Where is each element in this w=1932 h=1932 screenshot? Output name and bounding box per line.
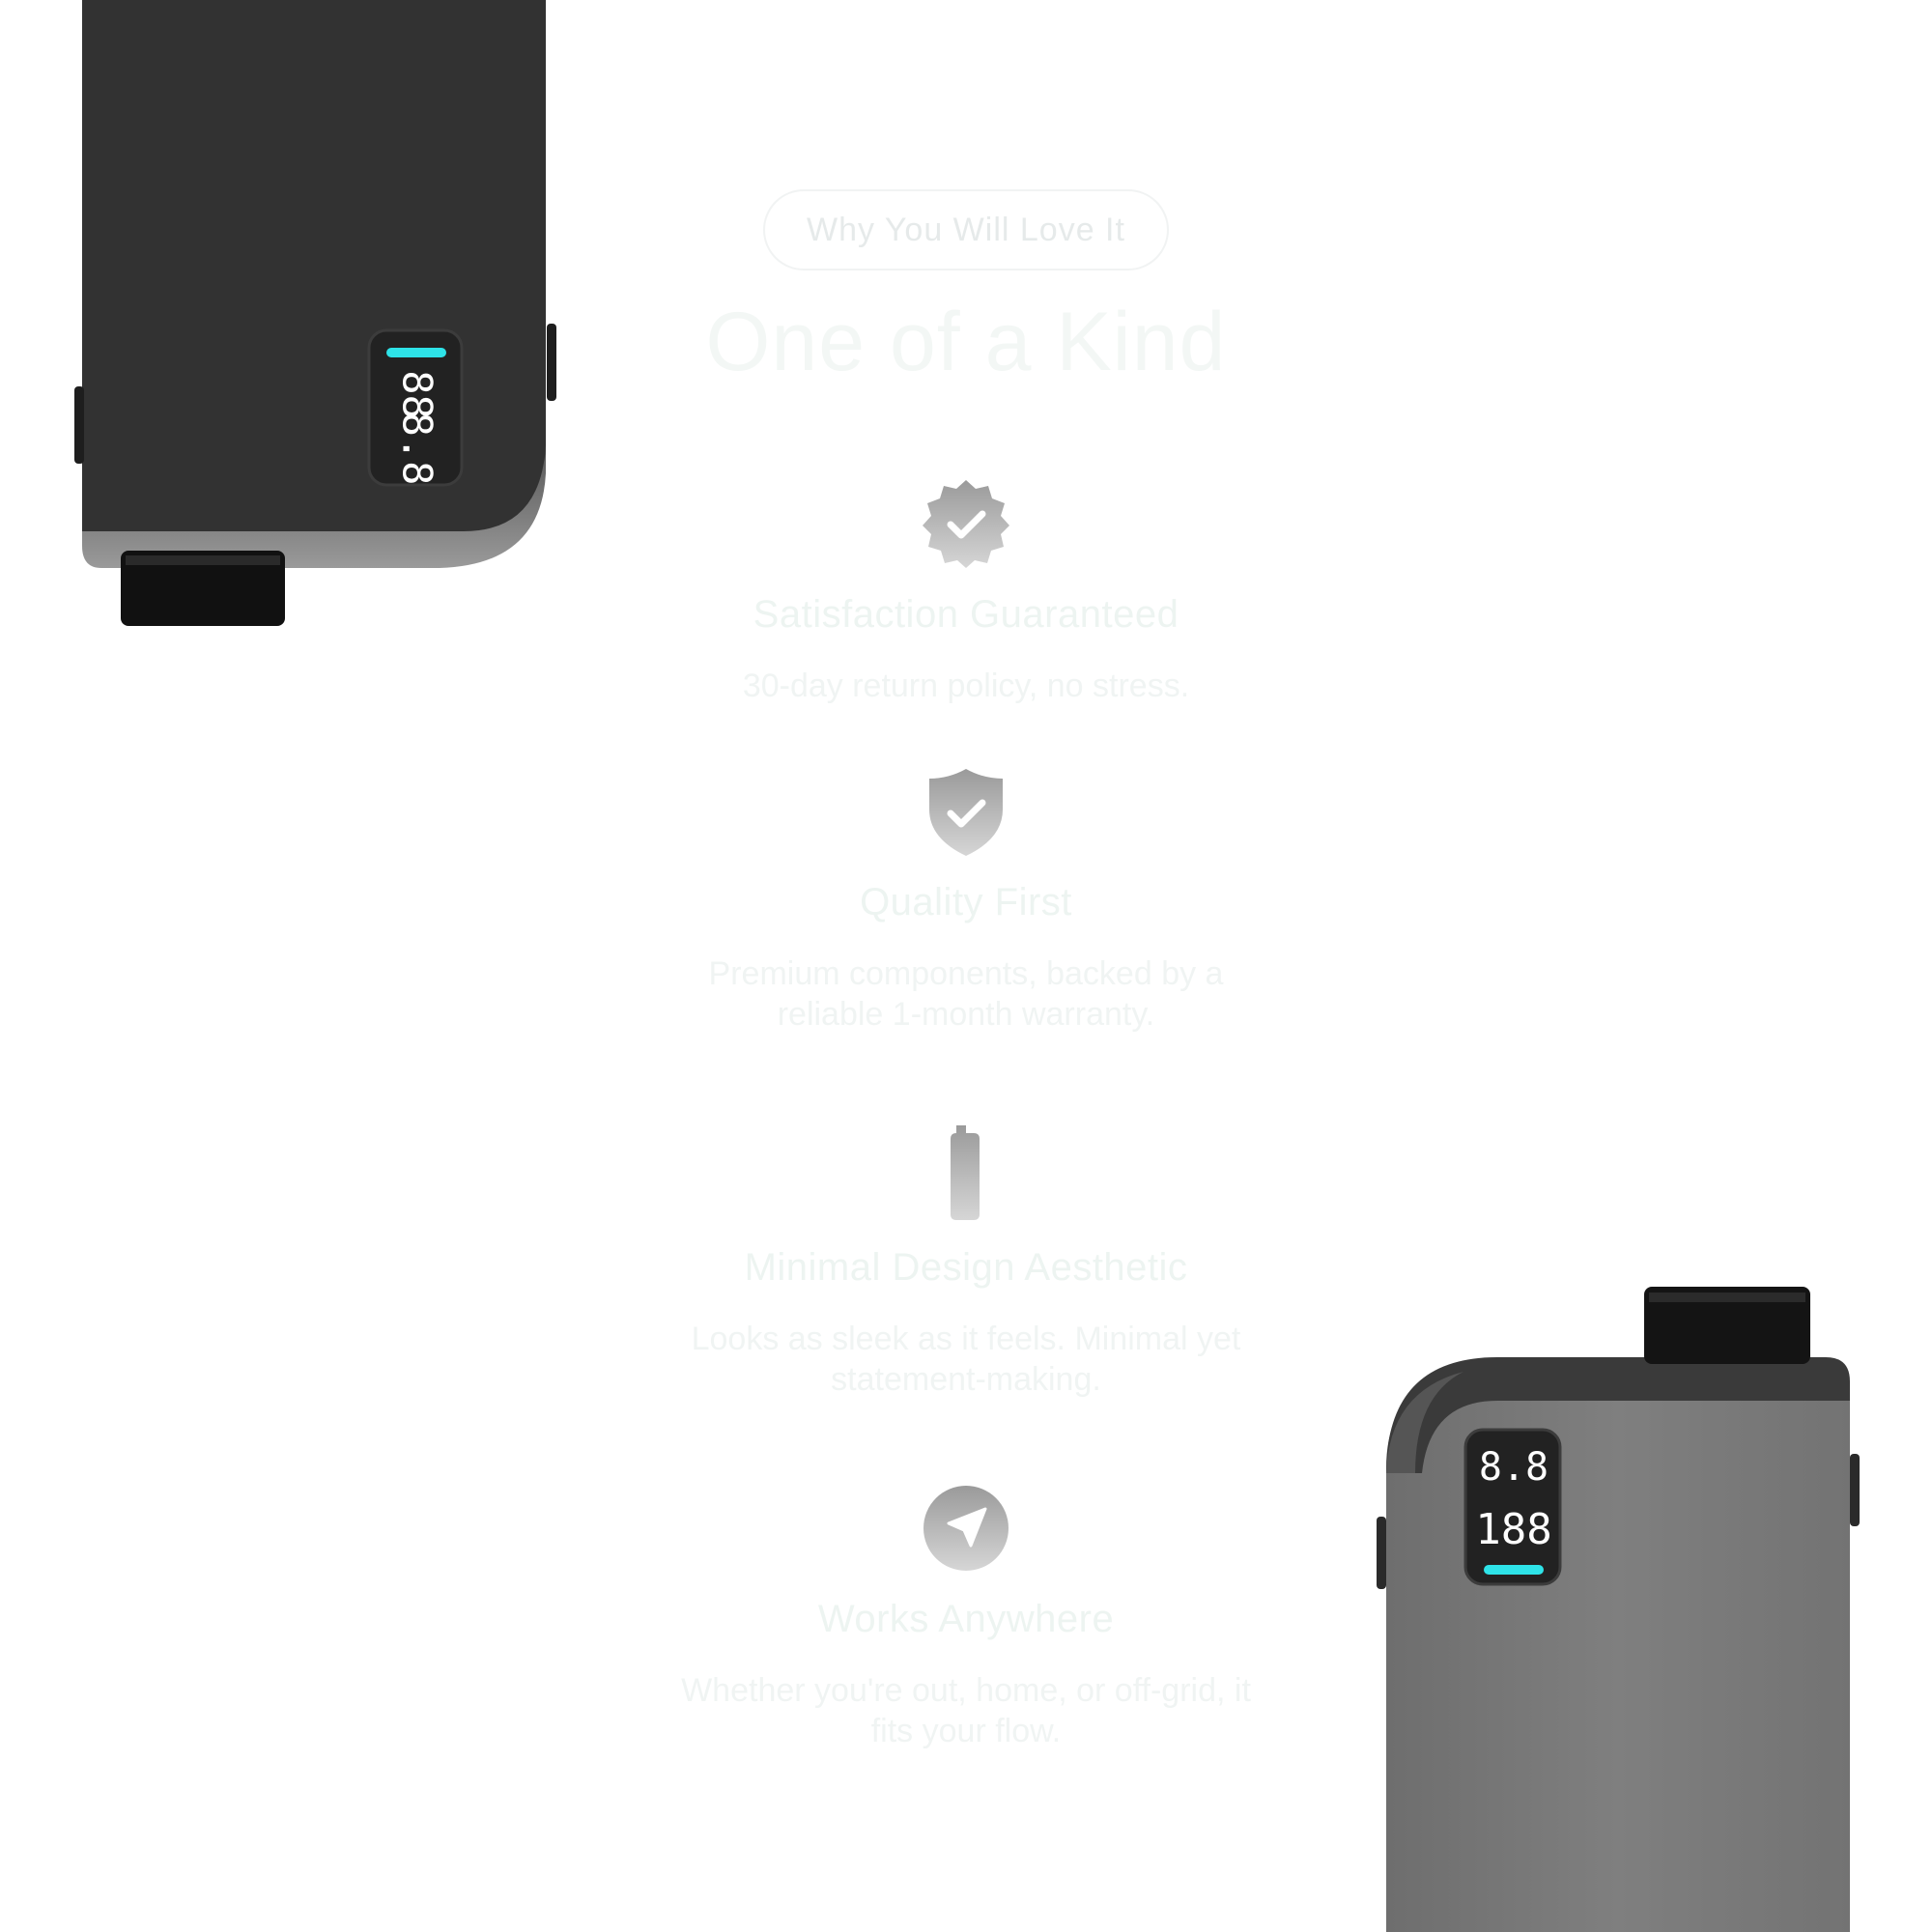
device-bottom-display-bottom: 188 <box>1475 1505 1552 1554</box>
feature-desc: Looks as sleek as it feels. Minimal yet … <box>691 1321 1241 1398</box>
feature-title: Satisfaction Guaranteed <box>753 593 1179 636</box>
feature-title: Minimal Design Aesthetic <box>744 1246 1188 1289</box>
feature-desc: Whether you're out, home, or off-grid, i… <box>681 1672 1251 1749</box>
feature-quality: Quality First Premium components, backed… <box>580 763 1352 1035</box>
feature-desc: Premium components, backed by a reliable… <box>708 955 1224 1033</box>
feature-desc: 30-day return policy, no stress. <box>742 668 1190 704</box>
badge-check-icon <box>923 480 1009 568</box>
feature-design: Minimal Design Aesthetic Looks as sleek … <box>580 1119 1352 1400</box>
section-heading: One of a Kind <box>705 296 1227 388</box>
device-bottom-display-top: 8.8 <box>1478 1445 1549 1490</box>
navigation-icon <box>923 1486 1009 1571</box>
feature-satisfaction: Satisfaction Guaranteed 30-day return po… <box>580 475 1352 706</box>
feature-title: Works Anywhere <box>817 1598 1115 1640</box>
device-image-top <box>68 0 570 647</box>
feature-anywhere: Works Anywhere Whether you're out, home,… <box>580 1480 1352 1751</box>
battery-icon <box>951 1125 980 1220</box>
device-image-bottom <box>1372 1275 1874 1932</box>
feature-title: Quality First <box>860 881 1072 923</box>
section-badge: Why You Will Love It <box>763 189 1169 270</box>
shield-check-icon <box>929 769 1003 856</box>
